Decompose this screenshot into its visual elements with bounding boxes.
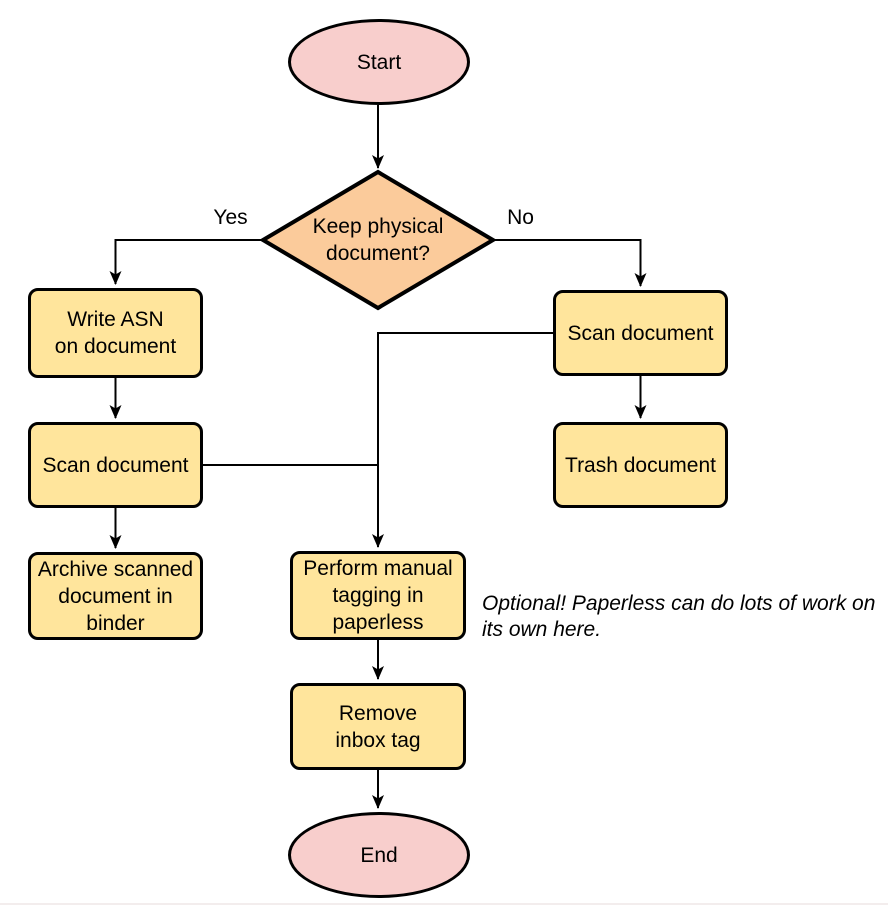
decision-diamond-shape	[259, 169, 497, 311]
node-write-asn: Write ASN on document	[28, 288, 203, 378]
node-scan-document-left: Scan document	[28, 422, 203, 508]
node-scan-document-right: Scan document	[553, 290, 728, 376]
node-trash-document-label: Trash document	[565, 453, 716, 477]
node-end: End	[288, 812, 470, 898]
edge-label-no: No	[507, 206, 534, 229]
node-scan-document-left-label: Scan document	[42, 453, 189, 477]
node-end-label: End	[360, 843, 398, 867]
node-archive-document-label: Archive scanned document in binder	[37, 557, 194, 635]
node-archive-document: Archive scanned document in binder	[28, 552, 203, 640]
window-bottom-edge	[0, 903, 888, 905]
node-manual-tagging: Perform manual tagging in paperless	[290, 551, 466, 640]
node-manual-tagging-label: Perform manual tagging in paperless	[303, 557, 453, 634]
connector-decision-yes-to-write-asn	[109, 239, 263, 285]
node-decision-label: Keep physical document?	[312, 215, 444, 265]
annotation-optional-paperless: Optional! Paperless can do lots of work …	[482, 592, 876, 641]
node-start: Start	[288, 19, 470, 105]
node-trash-document: Trash document	[553, 422, 728, 508]
connector-scan-right-to-tagging	[372, 332, 553, 548]
node-remove-inbox-tag: Remove inbox tag	[290, 683, 466, 770]
node-scan-document-right-label: Scan document	[567, 321, 714, 345]
node-start-label: Start	[356, 50, 402, 74]
node-write-asn-label: Write ASN on document	[54, 308, 177, 358]
connector-decision-no-to-scan-right	[493, 239, 647, 287]
node-remove-inbox-tag-label: Remove inbox tag	[335, 701, 421, 752]
edge-label-yes: Yes	[213, 206, 248, 229]
